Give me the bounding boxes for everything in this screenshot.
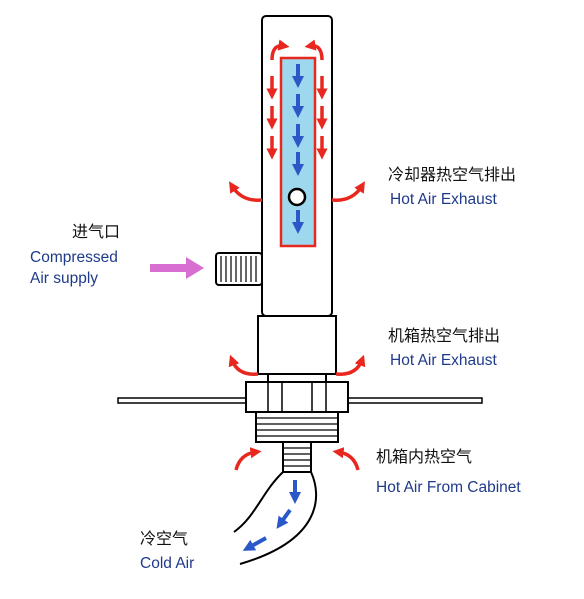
cabinet-exhaust-arrows bbox=[228, 354, 366, 376]
svg-text:Hot Air Exhaust: Hot Air Exhaust bbox=[390, 352, 498, 369]
label-cabinet-exhaust: 机箱热空气排出 Hot Air Exhaust bbox=[388, 326, 500, 369]
cold-air-hose bbox=[233, 471, 317, 565]
svg-text:Cold Air: Cold Air bbox=[140, 555, 194, 572]
label-air-supply: 进气口 Compressed Air supply bbox=[30, 222, 120, 287]
cabinet-intake-arrows bbox=[234, 447, 360, 471]
cooler-exhaust-arrows bbox=[229, 181, 365, 202]
base-block bbox=[257, 315, 337, 375]
svg-text:Hot Air Exhaust: Hot Air Exhaust bbox=[390, 191, 498, 208]
cold-outlet-fitting bbox=[282, 441, 312, 473]
tube-port-hole bbox=[287, 187, 307, 207]
hot-air-flow-arrows bbox=[266, 39, 328, 160]
base-collar bbox=[267, 373, 327, 383]
svg-text:Compressed: Compressed bbox=[30, 249, 118, 266]
svg-text:Air supply: Air supply bbox=[30, 270, 98, 287]
label-cooler-exhaust: 冷却器热空气排出 Hot Air Exhaust bbox=[388, 165, 516, 208]
label-cold-air: 冷空气 Cold Air bbox=[140, 529, 194, 572]
svg-text:机箱热空气排出: 机箱热空气排出 bbox=[388, 326, 500, 345]
cooler-base bbox=[245, 315, 349, 473]
svg-text:冷却器热空气排出: 冷却器热空气排出 bbox=[388, 165, 516, 184]
hex-nut bbox=[245, 381, 349, 413]
cold-air-flow-arrows bbox=[242, 64, 304, 551]
svg-text:机箱内热空气: 机箱内热空气 bbox=[376, 447, 472, 466]
air-inlet-fitting bbox=[215, 252, 263, 286]
label-cabinet-intake: 机箱内热空气 Hot Air From Cabinet bbox=[376, 447, 521, 496]
air-supply-arrow bbox=[150, 257, 204, 279]
svg-text:冷空气: 冷空气 bbox=[140, 529, 188, 548]
svg-text:Hot Air From Cabinet: Hot Air From Cabinet bbox=[376, 479, 521, 496]
threaded-section bbox=[255, 411, 339, 443]
svg-text:进气口: 进气口 bbox=[72, 222, 120, 241]
